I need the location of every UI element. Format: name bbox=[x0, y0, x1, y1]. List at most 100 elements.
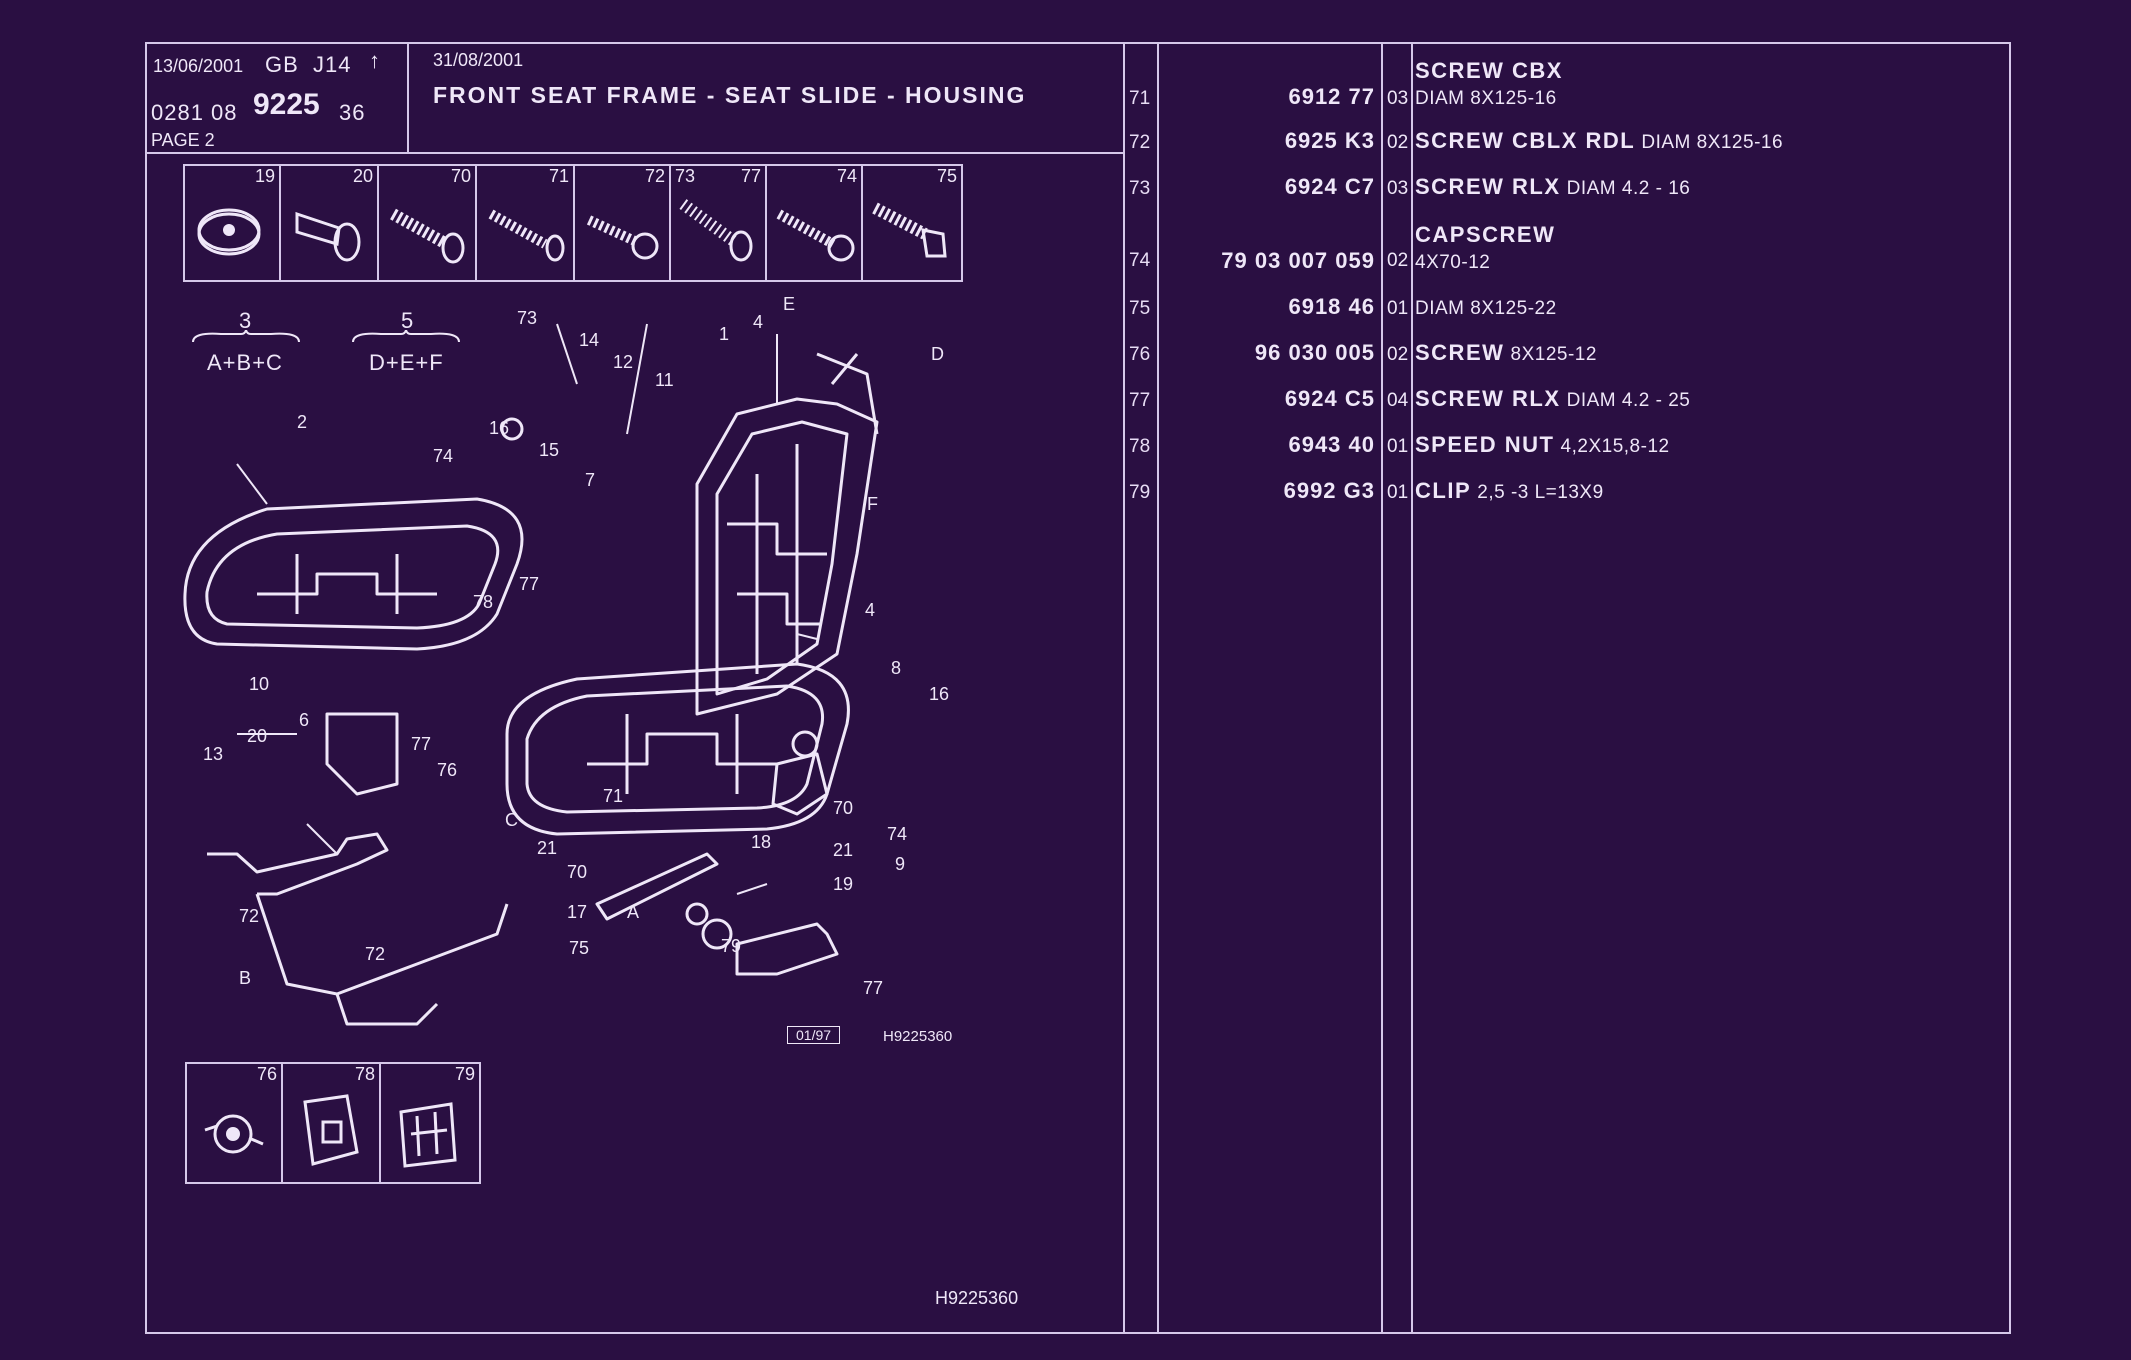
column-divider bbox=[1411, 44, 1413, 1332]
part-spec: DIAM 8X125-16 bbox=[1641, 132, 1784, 153]
parts-row: 78 6943 40 01 SPEED NUT 4,2X15,8-12 bbox=[1129, 432, 1670, 457]
callout-label: A bbox=[627, 902, 640, 922]
screw-icon bbox=[679, 199, 753, 262]
seat-cushion-frame bbox=[183, 497, 524, 651]
parts-row: 71 6912 77 03 SCREW CBX DIAM 8X125-16 bbox=[1129, 58, 1563, 109]
parts-row: 73 6924 C7 03 SCREW RLX DIAM 4.2 - 16 bbox=[1129, 174, 1691, 199]
callout-label: D bbox=[931, 344, 944, 364]
part-name: SCREW RLX bbox=[1415, 386, 1561, 411]
seat-exploded-diagram bbox=[183, 323, 879, 1026]
part-spec: DIAM 4.2 - 16 bbox=[1566, 178, 1691, 199]
callout-label: 73 bbox=[517, 308, 538, 328]
icon-cell: 73 77 bbox=[671, 166, 767, 280]
screw-grommet-icon bbox=[204, 1114, 264, 1154]
seat-base-frame bbox=[505, 662, 850, 836]
callout-label: 1 bbox=[719, 324, 730, 344]
parts-sheet: 13/06/2001 GB J14 ↑ 0281 08 9225 36 PAGE… bbox=[145, 42, 2011, 1334]
callout-label: 11 bbox=[655, 370, 674, 390]
callout-label: 74 bbox=[887, 824, 908, 844]
callout-label: 74 bbox=[433, 446, 454, 466]
callout-label: 75 bbox=[569, 938, 590, 958]
callout-label: 12 bbox=[613, 352, 634, 372]
part-name: CAPSCREW bbox=[1415, 222, 1556, 247]
callout-label: F bbox=[867, 494, 878, 514]
language-code: GB bbox=[265, 52, 299, 77]
bolt-icon bbox=[872, 202, 947, 258]
callout-label: 72 bbox=[239, 906, 260, 926]
icon-cell: 78 bbox=[283, 1064, 381, 1182]
bracket-plate bbox=[735, 922, 839, 976]
callout-label: 77 bbox=[411, 734, 432, 754]
page-title: FRONT SEAT FRAME - SEAT SLIDE - HOUSING bbox=[433, 82, 1027, 108]
ref-main: 9225 bbox=[253, 88, 320, 121]
callout-label: 21 bbox=[537, 838, 558, 858]
part-name: SCREW bbox=[1415, 340, 1505, 365]
icon-cell: 75 bbox=[863, 166, 961, 280]
screw-icon bbox=[776, 209, 855, 262]
callout-label: 4 bbox=[753, 312, 764, 332]
parts-row: 72 6925 K3 02 SCREW CBLX RDL DIAM 8X125-… bbox=[1129, 128, 1784, 153]
icon-cell: 79 bbox=[381, 1064, 479, 1182]
drawing-code: H9225360 bbox=[883, 1028, 953, 1045]
icon-cell: 71 bbox=[477, 166, 575, 280]
date-revised: 31/08/2001 bbox=[433, 50, 524, 70]
callout-label: 20 bbox=[247, 726, 268, 746]
callout-label: 72 bbox=[365, 944, 386, 964]
column-divider bbox=[1381, 44, 1383, 1332]
drawing-stamp: 01/97 bbox=[787, 1026, 841, 1044]
callout-label: 18 bbox=[751, 832, 772, 852]
speed-nut-icon bbox=[303, 1094, 359, 1166]
callout-label: 15 bbox=[539, 440, 560, 460]
icon-cell: 76 bbox=[187, 1064, 283, 1182]
date-created: 13/06/2001 bbox=[153, 56, 244, 76]
group-formula: D+E+F bbox=[369, 350, 444, 375]
column-divider bbox=[1157, 44, 1159, 1332]
part-spec: DIAM 8X125-22 bbox=[1415, 298, 1557, 319]
parts-row: 77 6924 C5 04 SCREW RLX DIAM 4.2 - 25 bbox=[1129, 386, 1691, 411]
icon-cell: 20 bbox=[281, 166, 379, 280]
ref-prefix: 0281 08 bbox=[151, 100, 238, 125]
callout-label: 17 bbox=[567, 902, 588, 922]
callout-label: E bbox=[783, 294, 796, 314]
callout-label: 19 bbox=[833, 874, 854, 894]
callout-label: 9 bbox=[895, 854, 906, 874]
fastener-icon-strip: 19 20 70 71 72 73 77 74 75 bbox=[183, 164, 963, 282]
ref-suffix: 36 bbox=[339, 100, 366, 125]
wheel-nut-icon bbox=[197, 208, 261, 256]
slide-rail-left bbox=[207, 832, 389, 896]
callout-label: 78 bbox=[473, 592, 494, 612]
part-name: SCREW CBLX RDL bbox=[1415, 128, 1636, 153]
callout-label: 21 bbox=[833, 840, 854, 860]
callout-label: B bbox=[239, 968, 252, 988]
footer-code: H9225360 bbox=[935, 1288, 1019, 1308]
icon-cell: 19 bbox=[185, 166, 281, 280]
part-name: SCREW RLX bbox=[1415, 174, 1561, 199]
screw-icon bbox=[586, 215, 659, 260]
part-name: SPEED NUT bbox=[1415, 432, 1555, 457]
brace-icon bbox=[352, 330, 460, 343]
callout-label: 4 bbox=[865, 600, 876, 620]
slide-rail-right bbox=[595, 852, 719, 921]
part-spec: 8X125-12 bbox=[1510, 344, 1597, 365]
callout-label: 16 bbox=[489, 418, 510, 438]
group-number: 5 bbox=[401, 308, 415, 333]
model-code: J14 bbox=[313, 52, 352, 77]
brace-icon bbox=[192, 330, 300, 343]
side-trim bbox=[325, 712, 399, 796]
screw-icon bbox=[390, 208, 465, 264]
callout-label: 7 bbox=[585, 470, 596, 490]
screw-icon bbox=[488, 209, 565, 262]
icon-cell: 70 bbox=[379, 166, 477, 280]
parts-row: 75 6918 46 01 DIAM 8X125-22 bbox=[1129, 294, 1557, 319]
parts-row: 76 96 030 005 02 SCREW 8X125-12 bbox=[1129, 340, 1597, 365]
callout-label: 76 bbox=[437, 760, 458, 780]
part-spec: 4X70-12 bbox=[1415, 252, 1491, 273]
icon-cell: 72 bbox=[575, 166, 671, 280]
callout-label: 71 bbox=[603, 786, 624, 806]
callout-label: 8 bbox=[891, 658, 902, 678]
callout-label: 70 bbox=[833, 798, 854, 818]
column-divider bbox=[1123, 44, 1125, 1332]
part-spec: DIAM 4.2 - 25 bbox=[1566, 390, 1691, 411]
backrest-frame bbox=[695, 397, 879, 716]
parts-row: 74 79 03 007 059 02 CAPSCREW 4X70-12 bbox=[1129, 222, 1556, 273]
